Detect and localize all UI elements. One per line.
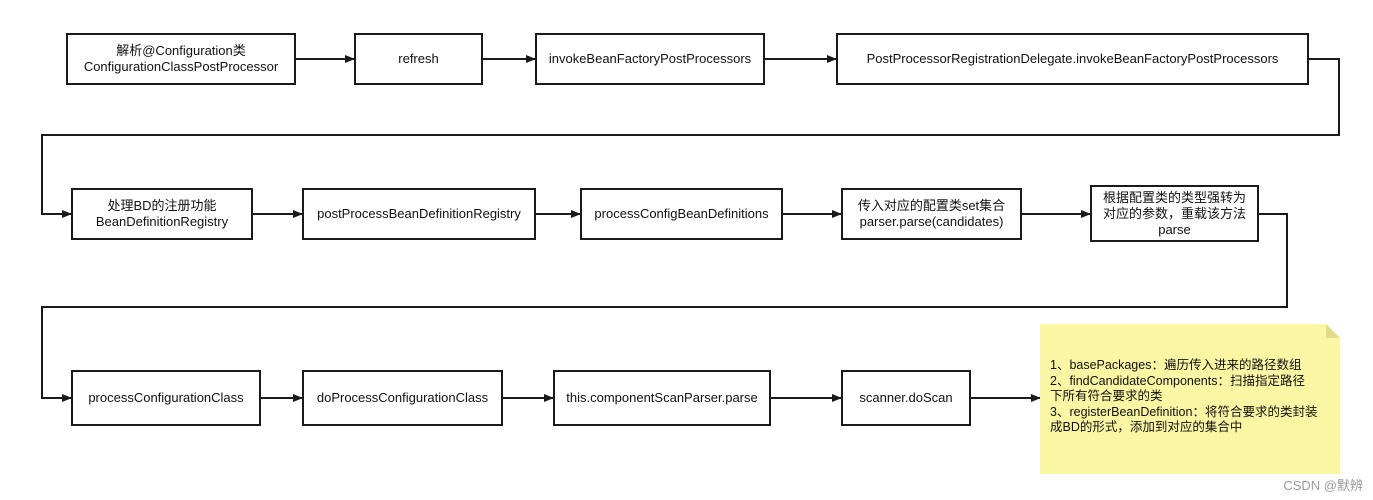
note-line: 1、basePackages：遍历传入进来的路径数组	[1050, 358, 1302, 372]
node-text-line: parser.parse(candidates)	[859, 214, 1004, 229]
node-text-line: scanner.doScan	[859, 390, 953, 405]
note-line: 下所有符合要求的类	[1050, 389, 1163, 403]
note-line: 2、findCandidateComponents：扫描指定路径	[1050, 373, 1305, 388]
node-text-line: 解析@Configuration类	[116, 43, 246, 58]
node-post-processor-registration-delegate: PostProcessorRegistrationDelegate.invoke…	[836, 33, 1309, 85]
node-post-process-bean-definition-registry: postProcessBeanDefinitionRegistry	[302, 188, 536, 240]
node-do-process-configuration-class: doProcessConfigurationClass	[302, 370, 503, 426]
node-text-line: 对应的参数，重载该方法	[1102, 205, 1246, 221]
node-process-config-bean-definitions: processConfigBeanDefinitions	[580, 188, 783, 240]
note-line: 3、registerBeanDefinition：将符合要求的类封装	[1050, 404, 1318, 419]
node-text-line: doProcessConfigurationClass	[316, 390, 489, 405]
edge-n9-n10	[41, 213, 1288, 402]
node-text-line: invokeBeanFactoryPostProcessors	[548, 51, 752, 66]
node-process-configuration-class: processConfigurationClass	[71, 370, 261, 426]
node-text-line: postProcessBeanDefinitionRegistry	[317, 206, 521, 221]
node-text-line: this.componentScanParser.parse	[566, 390, 758, 405]
node-scanner-do-scan: scanner.doScan	[841, 370, 971, 426]
watermark: CSDN @默辨	[1283, 478, 1363, 493]
node-text-line: refresh	[398, 51, 439, 66]
node-component-scan-parser-parse: this.componentScanParser.parse	[553, 370, 771, 426]
node-text-line: PostProcessorRegistrationDelegate.invoke…	[866, 51, 1279, 66]
note-line: 成BD的形式，添加到对应的集合中	[1050, 420, 1243, 434]
sticky-note: 1、basePackages：遍历传入进来的路径数组 2、findCandida…	[1040, 324, 1340, 474]
node-text-line: 传入对应的配置类set集合	[857, 198, 1006, 213]
node-text-line: processConfigurationClass	[88, 390, 244, 405]
node-text-line: 处理BD的注册功能	[107, 198, 217, 213]
node-text-line: parse	[1158, 221, 1191, 237]
edge-n4-n5	[41, 58, 1340, 218]
node-refresh: refresh	[354, 33, 483, 85]
node-text-line: ConfigurationClassPostProcessor	[83, 59, 279, 74]
node-text-line: BeanDefinitionRegistry	[95, 214, 229, 229]
node-text-line: 根据配置类的类型强转为	[1102, 189, 1246, 205]
node-invoke-bean-factory-post-processors: invokeBeanFactoryPostProcessors	[535, 33, 765, 85]
node-text-line: processConfigBeanDefinitions	[594, 206, 769, 221]
